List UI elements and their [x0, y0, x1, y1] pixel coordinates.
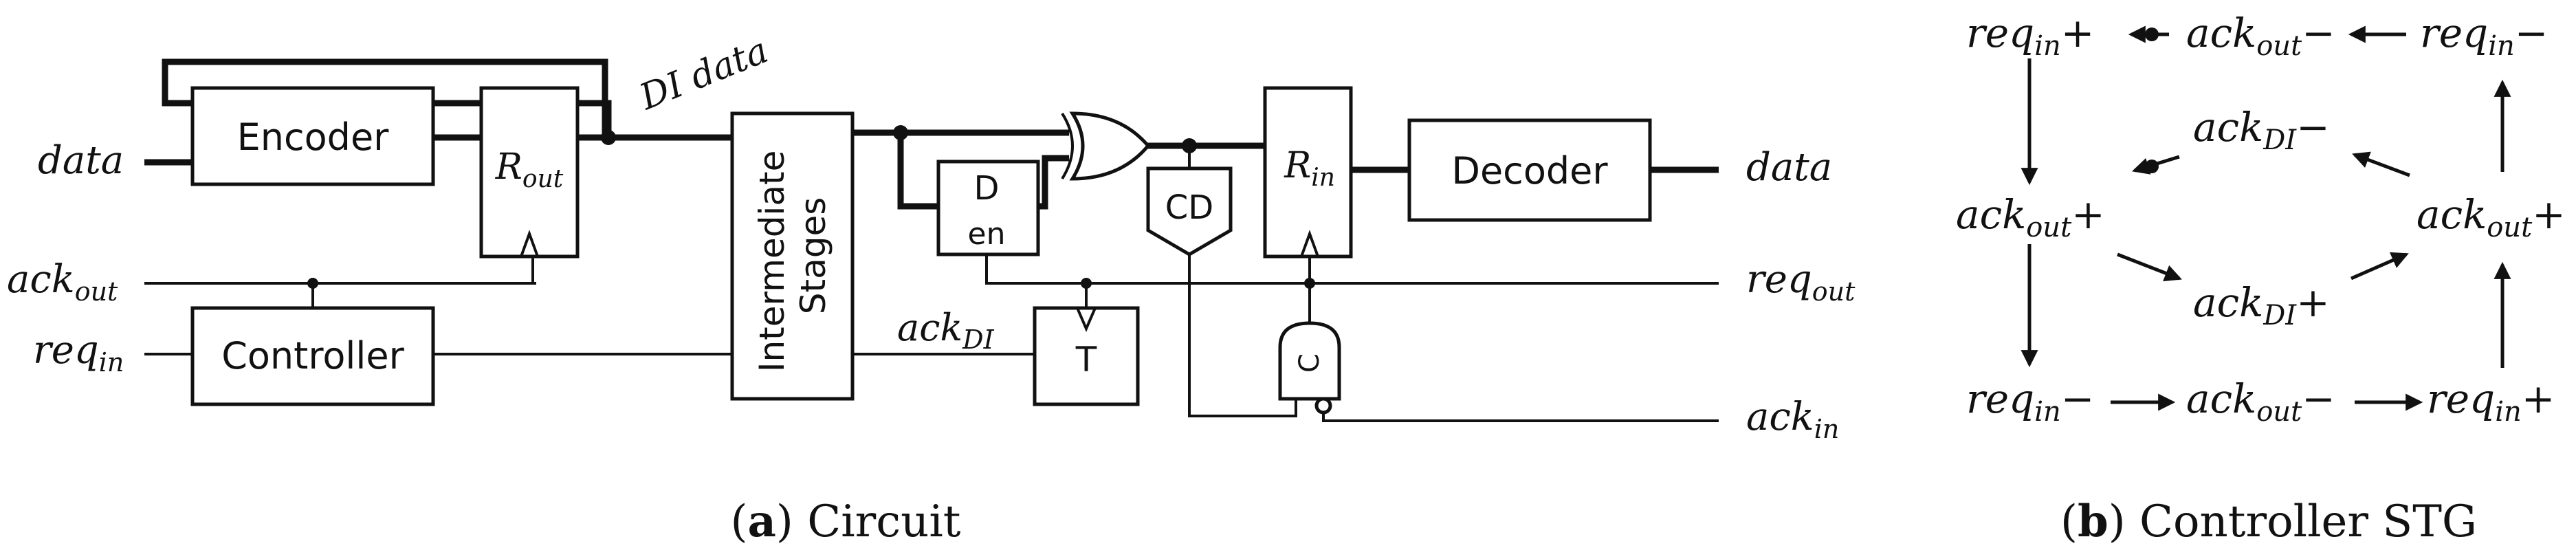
- circuit-diagram: Encoder Rout Intermediate Stages D en CD: [7, 30, 1856, 547]
- r-in-register: Rin: [1263, 86, 1353, 259]
- circuit-caption: (a) Circuit: [730, 496, 960, 547]
- intermediate-stages-block: Intermediate Stages: [730, 111, 855, 401]
- c-element: C: [1278, 321, 1341, 415]
- t-flipflop: T: [1033, 306, 1140, 406]
- junction-dot: [307, 278, 318, 289]
- decoder-label: Decoder: [1451, 149, 1608, 193]
- decoder-block: Decoder: [1407, 118, 1652, 222]
- junction-dot: [1182, 138, 1197, 153]
- r-in-label: Rin: [1284, 145, 1335, 192]
- intermediate-stages-label: Intermediate Stages: [752, 140, 833, 373]
- d-en-latch: D en: [936, 160, 1040, 256]
- r-out-register: Rout: [479, 86, 580, 259]
- ack-di-label: ackDI: [897, 306, 995, 355]
- t-label: T: [1075, 340, 1097, 380]
- stg-node-ack-out-minus-top: ackout−: [2186, 10, 2335, 62]
- cd-label: CD: [1165, 188, 1213, 227]
- encoder-block: Encoder: [190, 86, 435, 186]
- stg-arcs: [2021, 25, 2511, 411]
- c-label: C: [1294, 353, 1325, 373]
- stg-arc: [2352, 151, 2410, 177]
- controller-block: Controller: [190, 306, 435, 406]
- stg-node-req-in-minus-bottom: reqin−: [1966, 375, 2094, 428]
- data-output-label: data: [1746, 145, 1832, 190]
- junction-dot: [1304, 278, 1315, 289]
- junction-dot: [601, 130, 616, 145]
- d-en-label-en: en: [968, 217, 1006, 252]
- stg-caption: (b) Controller STG: [2060, 496, 2477, 547]
- stg-token: [2145, 160, 2159, 173]
- ack-in-label: ackin: [1746, 395, 1839, 444]
- xor-gate: [1061, 111, 1151, 181]
- stg-arc: [2117, 252, 2182, 282]
- req-out-label: reqout: [1746, 257, 1856, 307]
- inverter-bubble: [1314, 397, 1332, 415]
- completion-detector: CD: [1146, 166, 1233, 256]
- stg-node-ack-out-plus-right: ackout+: [2417, 191, 2566, 243]
- junction-dot: [1081, 278, 1092, 289]
- req-in-label: reqin: [33, 328, 124, 377]
- stg-arc: [2350, 252, 2409, 281]
- stg-node-ack-out-plus-left: ackout+: [1956, 191, 2105, 243]
- stg-node-ack-out-minus-bottom: ackout−: [2186, 375, 2335, 428]
- controller-label: Controller: [221, 334, 404, 377]
- data-input-label: data: [38, 138, 124, 183]
- stg-node-ack-di-minus: ackDI−: [2193, 104, 2330, 156]
- stg-node-ack-di-plus: ackDI+: [2193, 279, 2330, 331]
- di-data-label: DI data: [633, 30, 773, 118]
- stg-node-req-in-minus-top: reqin−: [2420, 10, 2548, 62]
- stg-token: [2145, 28, 2159, 41]
- ack-out-label: ackout: [7, 257, 118, 307]
- stg-node-req-in-plus-top: reqin+: [1966, 10, 2094, 62]
- r-out-label: Rout: [495, 146, 564, 193]
- stg-node-req-in-plus-bottom: reqin+: [2427, 375, 2555, 428]
- d-en-label-d: D: [974, 169, 1000, 208]
- encoder-label: Encoder: [237, 116, 390, 159]
- controller-stg: reqin+ ackout− reqin− ackDI− ackout+ ack…: [1956, 10, 2566, 547]
- junction-dot: [893, 125, 908, 140]
